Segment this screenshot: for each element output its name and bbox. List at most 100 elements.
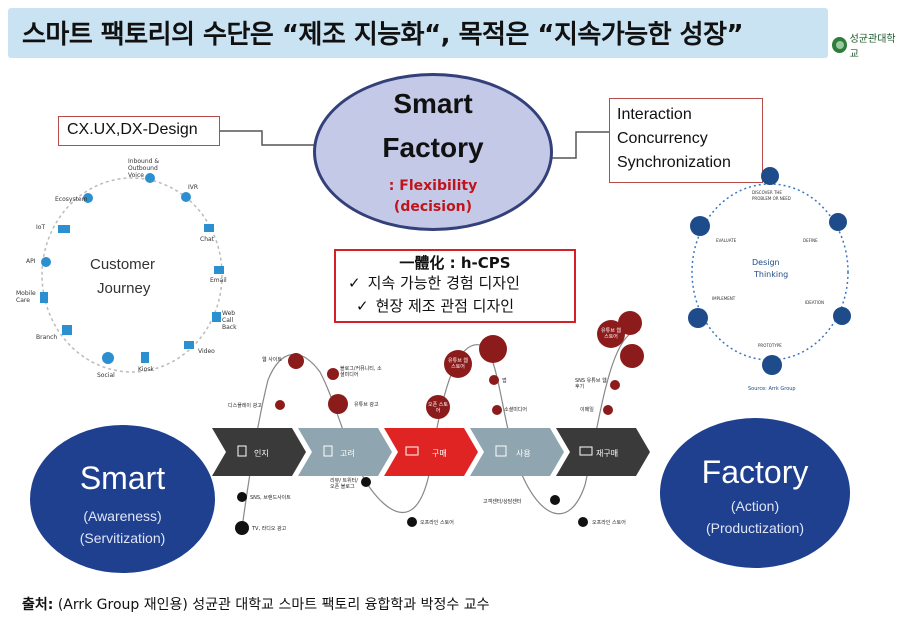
tp-offline-store-2: 오프라인 스토어 [592,520,626,526]
iot-icon [58,225,70,233]
smart-awareness: (Awareness) [83,508,162,524]
touchpoint-dot [407,517,417,527]
university-logo: 성균관대학교 [832,30,900,60]
tp-blog-sns: 블로그/커뮤니티, 소셜미디어 [340,366,382,378]
lightbulb-icon [833,307,851,325]
seal-icon [832,37,847,53]
ivr-icon [181,192,191,202]
cj-node-branch: Branch [36,334,58,341]
web-callback-icon [212,312,221,322]
inbound-icon [145,173,155,183]
interaction-label: Interaction [617,106,692,123]
footer-prefix: 출처: [22,597,54,613]
cj-node-api: API [26,258,36,265]
hcps-item-2: ✓현장 제조 관점 디자인 [356,295,514,316]
dt-node-evaluate: EVALUATE [716,238,737,243]
tp-sns-brand: SNS, 브랜드사이트 [250,495,291,501]
interaction-box: Interaction Concurrency Synchronization [609,98,763,183]
tp-email: 이메일 [580,407,594,413]
touchpoint-dot [237,492,247,502]
factory-action: (Action) [730,498,780,514]
social-icon [102,352,114,364]
touchpoint-dot [578,517,588,527]
smart-title: Smart [79,460,166,496]
touchpoint-bubble [603,405,613,415]
tp-youtube-ad: 유튜브 광고 [354,402,379,408]
cj-node-iot: IoT [36,224,46,231]
binoculars-icon [761,167,779,185]
cj-node-inbound: Inbound & Outbound Voice [128,158,160,179]
tp-display-ad: 디스플레이 광고 [228,403,262,409]
hand-icon [323,445,333,457]
touchpoint-bubble [327,368,339,380]
chevron-use [470,428,564,476]
hcps-item-1-text: 지속 가능한 경험 디자인 [367,274,520,292]
tp-tv-radio: TV, 라디오 광고 [252,526,287,532]
cj-node-kiosk: Kiosk [138,366,154,373]
chevron-consideration [298,428,392,476]
touchpoint-bubble [444,350,472,378]
touchpoint-bubble [618,311,642,335]
dt-source: Source: Arrk Group [748,386,796,392]
kiosk-icon [141,352,149,363]
cj-node-video: Video [198,348,215,355]
touchpoint-bubble [597,320,625,348]
source-footer: 출처: (Arrk Group 재인용) 성균관 대학교 스마트 팩토리 융합학… [22,594,489,614]
touchpoint-bubble [328,394,348,414]
tp-website: 웹 사이트 [262,357,282,363]
ecosystem-icon [83,193,93,203]
touchpoint-bubble [489,375,499,385]
cj-node-webcallback: Web Call Back [222,310,237,331]
stage-use: 사용 [516,449,531,458]
smart-servitization: (Servitization) [79,530,166,546]
factory-productization: (Productization) [705,520,805,536]
mobile-icon [40,292,48,303]
check-icon: ✓ [356,297,369,315]
gear-icon [688,308,708,328]
smart-circle [30,425,215,573]
factory-title: Factory [701,454,809,490]
hcps-title: 一體化 : h-CPS [399,254,511,272]
touchpoint-bubble [275,400,285,410]
stage-awareness: 인지 [254,449,269,458]
cart-icon [579,446,593,456]
factory-circle [660,418,850,568]
touchpoint-dot [550,495,560,505]
chevron-purchase [384,428,478,476]
touchpoint-bubble [479,335,507,363]
touchpoint-dot [235,521,249,535]
tp-offline-store: 오프라인 스토어 [420,520,454,526]
touchpoint-bubble [610,380,620,390]
tp-social-media: 소셜미디어 [504,407,528,413]
touchpoint-bubble [620,344,644,368]
cx-ux-dx-design-box: CX.UX,DX-Design [58,116,220,146]
stage-repurchase: 재구매 [596,449,619,458]
cj-node-email: Email [210,277,227,284]
customer-journey-title-1: Customer [90,256,156,273]
tp-open-store: 오픈 스토어 [428,402,448,414]
cj-node-ecosystem: Ecosystem [55,196,88,203]
chevron-awareness [212,428,306,476]
cj-node-social: Social [97,372,115,379]
hcps-item-1: ✓지속 가능한 경험 디자인 [348,272,520,293]
title-bar [8,8,828,58]
video-icon [184,341,194,349]
tp-review-twitter: 리뷰/ 트위터/ 오픈 블로그 [330,478,358,490]
flexibility-label: : Flexibility [388,178,478,194]
tp-app: 앱 [502,378,507,384]
cj-node-ivr: IVR [188,184,199,191]
dt-node-define: DEFINE [803,238,818,243]
stage-purchase: 구매 [432,449,447,458]
synchronization-label: Synchronization [617,154,731,171]
cart-icon [405,446,419,456]
design-thinking-title-2: Thinking [754,270,789,279]
stage-consideration: 고려 [340,449,355,458]
tp-youtube-webstore: 유튜브 웹 스토어 [448,358,468,370]
flask-icon [762,355,782,375]
touchpoint-bubble [426,395,450,419]
box-icon [495,445,507,457]
email-icon [214,266,224,274]
smart-factory-title-line2: Factory [382,132,484,163]
